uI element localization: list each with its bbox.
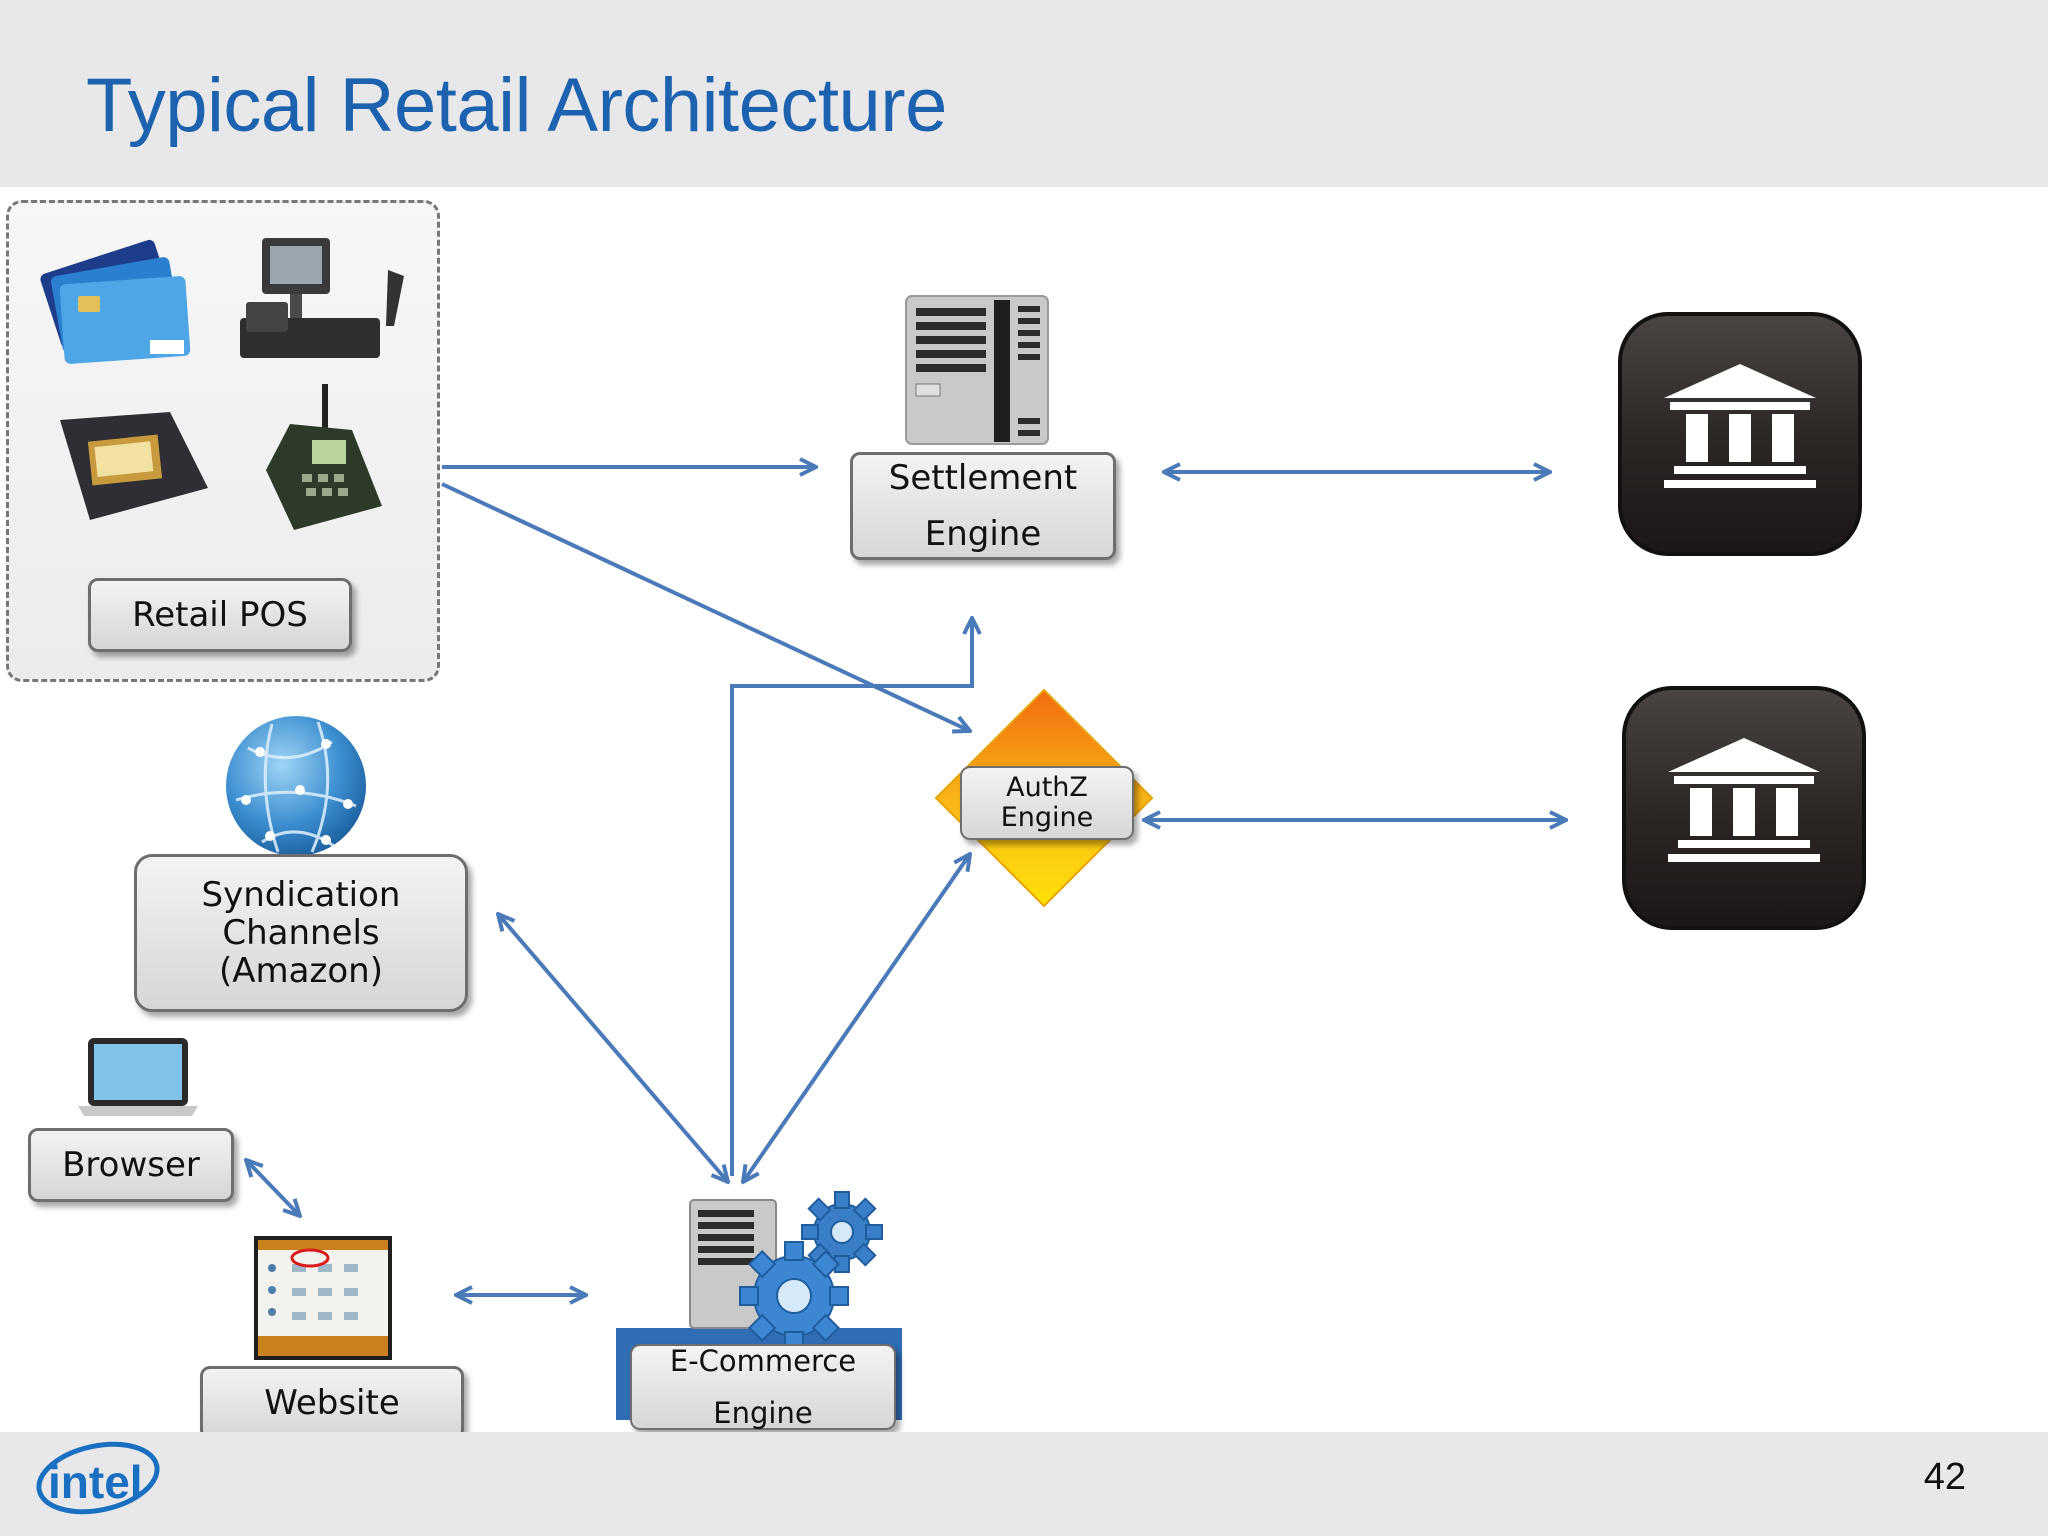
arrow-ecommerce-authz bbox=[743, 854, 970, 1182]
slide-header bbox=[0, 0, 2048, 187]
settlement-engine-label: Settlement Engine bbox=[850, 452, 1116, 560]
authz-engine-label: AuthZ Engine bbox=[960, 766, 1134, 840]
slide-title: Typical Retail Architecture bbox=[86, 63, 947, 148]
website-label: Website bbox=[200, 1366, 464, 1440]
page-number: 42 bbox=[1923, 1456, 1966, 1498]
ecommerce-engine-label: E-Commerce Engine bbox=[630, 1344, 896, 1430]
browser-label: Browser bbox=[28, 1128, 234, 1202]
arrow-ecommerce-syndication bbox=[498, 914, 728, 1182]
retail-pos-label: Retail POS bbox=[88, 578, 352, 652]
syndication-channels-label: Syndication Channels (Amazon) bbox=[134, 854, 468, 1012]
arrow-pos-to-authz bbox=[441, 482, 970, 731]
slide-footer bbox=[0, 1432, 2048, 1536]
arrow-browser-website bbox=[246, 1160, 300, 1216]
arrow-ecommerce-to-settlement bbox=[730, 618, 972, 1176]
